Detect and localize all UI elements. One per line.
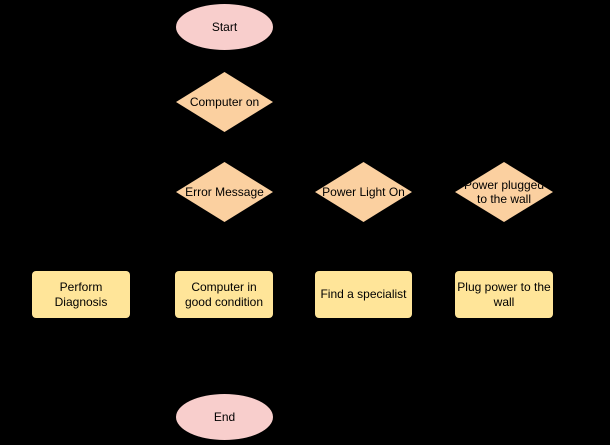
computer-good-condition-process-node: Computer in good condition xyxy=(175,271,273,318)
power-light-on-decision-node: Power Light On xyxy=(315,162,412,222)
plug-power-process-node: Plug power to the wall xyxy=(455,271,553,318)
node-label: Plug power to the wall xyxy=(457,280,551,309)
node-label: Power Light On xyxy=(322,184,405,199)
node-label: Power plugged to the wall xyxy=(463,177,545,206)
node-label: Error Message xyxy=(185,184,264,199)
end-terminator-node: End xyxy=(176,394,273,440)
perform-diagnosis-process-node: Perform Diagnosis xyxy=(32,271,130,318)
node-label: Start xyxy=(211,19,238,34)
find-specialist-process-node: Find a specialist xyxy=(315,271,412,318)
start-terminator-node: Start xyxy=(176,4,273,50)
node-label: Computer on xyxy=(189,94,260,109)
node-label: Computer in good condition xyxy=(184,280,264,309)
node-label: Find a specialist xyxy=(320,287,407,302)
computer-on-decision-node: Computer on xyxy=(176,72,273,132)
power-plugged-decision-node: Power plugged to the wall xyxy=(455,162,553,222)
node-label: Perform Diagnosis xyxy=(54,280,108,309)
node-label: End xyxy=(213,409,236,424)
error-message-decision-node: Error Message xyxy=(176,162,273,222)
